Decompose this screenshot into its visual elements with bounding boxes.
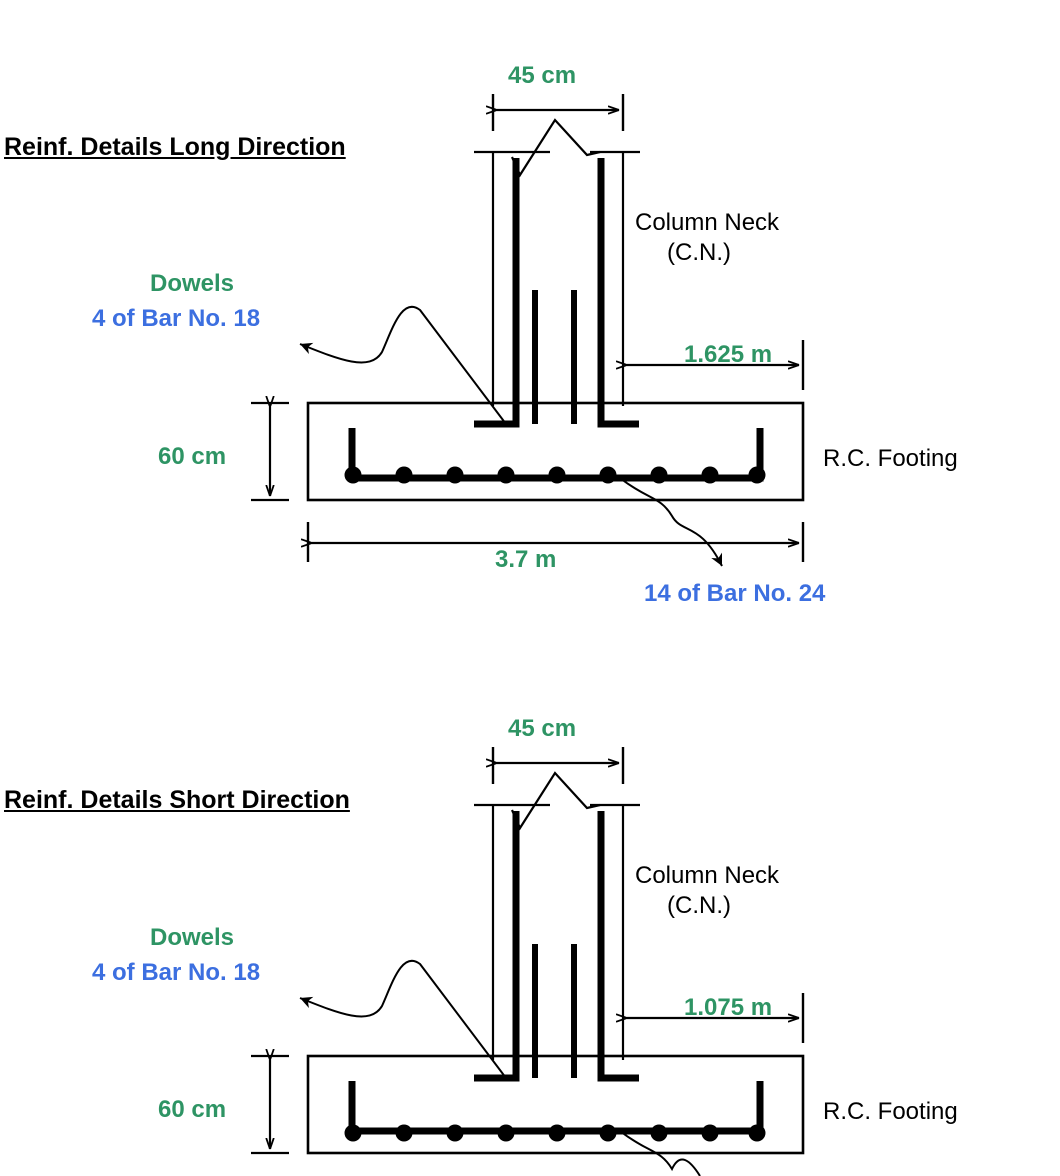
footing-label-short: R.C. Footing: [823, 1098, 958, 1125]
footing-width-dimension-long: [308, 522, 805, 562]
bottom-mat-bar-short: [348, 1081, 764, 1135]
footing-outline-long: [306, 401, 805, 502]
footing-outline-short: [306, 1054, 805, 1155]
footing-depth-dimension-short: [251, 1056, 289, 1155]
dowels-label-short: Dowels: [150, 924, 235, 951]
cantilever-dimension-short: [627, 993, 805, 1043]
column-width-dimension-long: [493, 94, 625, 131]
title-short-direction: Reinf. Details Short Direction: [4, 786, 350, 814]
main-bars-leader-short: [619, 1130, 701, 1176]
dowels-leader-short: [299, 959, 507, 1079]
column-neck-label-long-line1: Column Neck: [635, 209, 780, 236]
footing-depth-label-long: 60 cm: [158, 443, 227, 470]
main-bars-leader-long: [619, 477, 723, 567]
footing-depth-dimension-long: [251, 403, 289, 502]
footing-width-label-long: 3.7 m: [495, 546, 557, 573]
break-symbol-short: [510, 771, 601, 831]
dowels-leader-long: [299, 305, 507, 425]
dowels-bars-label-long: 4 of Bar No. 18: [92, 305, 261, 332]
cantilever-label-long: 1.625 m: [684, 341, 773, 368]
diagram-short-direction: [251, 747, 805, 1176]
cantilever-dimension-long: [627, 340, 805, 390]
footing-depth-label-short: 60 cm: [158, 1096, 227, 1123]
column-neck-label-short-line1: Column Neck: [635, 862, 780, 889]
dowels-label-long: Dowels: [150, 270, 235, 297]
main-bars-label-long: 14 of Bar No. 24: [644, 580, 826, 607]
column-neck-label-short-line2: (C.N.): [667, 892, 731, 919]
cantilever-label-short: 1.075 m: [684, 994, 773, 1021]
dowels-bars-label-short: 4 of Bar No. 18: [92, 959, 261, 986]
rebar-dots-long: [344, 466, 766, 484]
dowel-bars-long: [474, 158, 639, 428]
footing-label-long: R.C. Footing: [823, 445, 958, 472]
break-symbol-long: [510, 118, 601, 178]
column-width-dimension-short: [493, 747, 625, 784]
column-width-label-short: 45 cm: [508, 715, 577, 742]
dowel-bars-short: [474, 811, 639, 1082]
title-long-direction: Reinf. Details Long Direction: [4, 133, 346, 161]
column-neck-label-long-line2: (C.N.): [667, 239, 731, 266]
rebar-dots-short: [344, 1124, 766, 1142]
diagram-long-direction: [251, 94, 805, 567]
column-width-label-long: 45 cm: [508, 62, 577, 89]
